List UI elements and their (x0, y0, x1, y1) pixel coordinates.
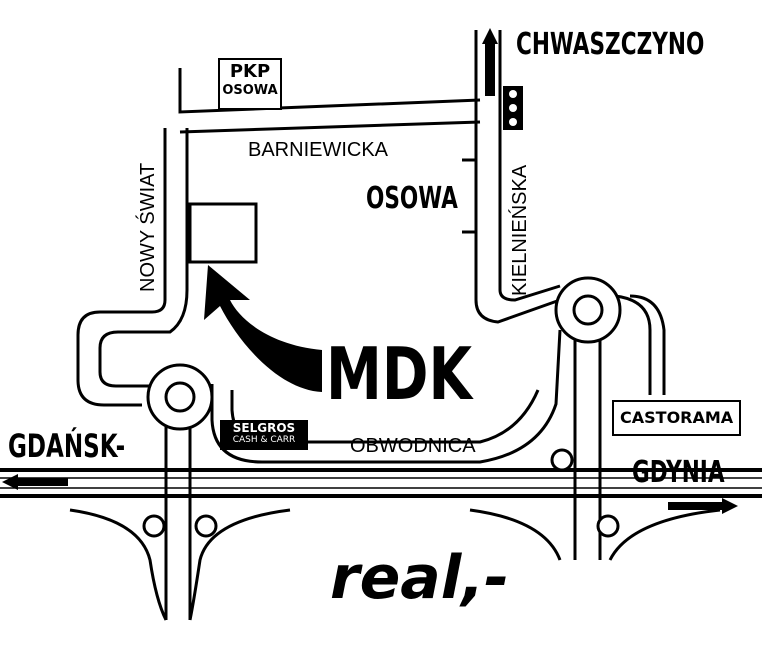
east-arrow-icon (668, 498, 738, 514)
street-label-barniewicka: BARNIEWICKA (248, 139, 389, 161)
mdk-label: MDK (326, 332, 473, 416)
selgros-tagline: CASH & CARR (232, 435, 296, 445)
selgros-logo: SELGROS CASH & CARR (220, 420, 308, 450)
street-label-obwodnica: OBWODNICA (350, 435, 476, 457)
traffic-light-icon (503, 86, 523, 130)
pkp-osowa-sign: PKP OSOWA (218, 58, 282, 110)
mdk-building (188, 202, 258, 264)
destination-west: GDAŃSK- (8, 427, 126, 465)
real-logo: real,- (330, 543, 510, 613)
district-label-osowa: OSOWA (366, 181, 458, 216)
pkp-line1: PKP (229, 61, 271, 82)
street-label-nowy-swiat: NOWY ŚWIAT (137, 162, 159, 292)
interchange-loops (69, 448, 721, 621)
road-barniewicka (178, 68, 481, 134)
road-west-connectors (164, 415, 192, 620)
mdk-pointer-arrow-icon (204, 265, 322, 392)
west-arrow-icon (2, 474, 68, 490)
road-kielnienska (474, 30, 561, 324)
castorama-sign: CASTORAMA (612, 400, 742, 436)
north-arrow-icon (482, 28, 498, 96)
motorway (0, 468, 762, 498)
road-nowy-swiat (76, 128, 189, 407)
pkp-line2: OSOWA (222, 83, 278, 98)
osowa-ticks (462, 158, 476, 234)
street-label-kielnienska: KIELNIEŃSKA (509, 164, 531, 296)
destination-east: GDYNIA (632, 455, 725, 490)
selgros-name: SELGROS (232, 421, 296, 435)
roundabout-icon (146, 363, 214, 431)
roundabout-icon (554, 276, 622, 344)
destination-north: CHWASZCZYNO (516, 27, 705, 62)
